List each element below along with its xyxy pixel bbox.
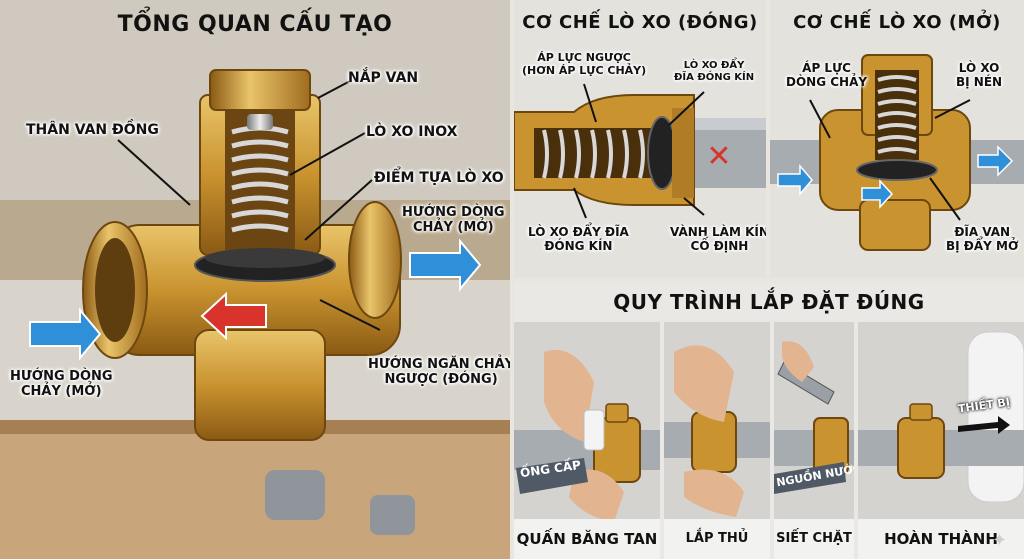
step-2-caption: LẮP THỦ CÔNG <box>664 519 770 559</box>
open-spring <box>877 75 917 154</box>
closed-panel: ✕ CƠ CHẾ LÒ XO (ĐÓNG) ÁP LỰC NGƯỢC (HƠN … <box>514 0 766 278</box>
label-body: THÂN VAN ĐỒNG <box>26 122 159 138</box>
label-back-pressure: ÁP LỰC NGƯỢC (HƠN ÁP LỰC CHẢY) <box>522 51 647 77</box>
flow-out-arrow <box>409 238 482 292</box>
sparkle-icon: ✦ <box>992 530 1008 550</box>
overview-illustration <box>0 0 510 559</box>
open-title: CƠ CHẾ LÒ XO (MỞ) <box>793 12 1001 33</box>
label-flow-pressure: ÁP LỰC DÒNG CHẢY <box>786 61 868 89</box>
step-4-caption: HOÀN THÀNH <box>858 519 1024 559</box>
step-3-caption: SIẾT CHẶT <box>774 519 854 559</box>
open-panel: CƠ CHẾ LÒ XO (MỞ) ÁP LỰC DÒNG CHẢY LÒ XO… <box>770 0 1024 278</box>
step-1-caption: QUẤN BĂNG TAN <box>514 519 660 559</box>
label-spring-push-disc: LÒ XO ĐẨY ĐĨA ĐÓNG KÍN <box>528 225 629 253</box>
open-flow-out-arrow <box>977 145 1014 177</box>
install-step-1: ỐNG CẤP QUẤN BĂNG TAN <box>514 322 660 559</box>
label-spring-compressed: LÒ XO BỊ NÉN <box>956 61 1003 89</box>
open-flow-in-arrow <box>777 163 813 197</box>
install-step-4: THIẾT BỊ HOÀN THÀNH ✦ <box>858 322 1024 559</box>
label-flow-in: HƯỚNG DÒNG CHẢY (MỞ) <box>10 369 113 399</box>
label-cap: NẮP VAN <box>348 70 419 86</box>
open-flow-mid-arrow <box>861 179 894 209</box>
closed-title: CƠ CHẾ LÒ XO (ĐÓNG) <box>522 12 758 33</box>
install-title: QUY TRÌNH LẮP ĐẶT ĐÚNG <box>613 290 925 314</box>
label-spring-push: LÒ XO ĐẨY ĐĨA ĐÓNG KÍN <box>674 60 755 83</box>
label-backflow: HƯỚNG NGĂN CHẢY NGƯỢC (ĐÓNG) <box>368 357 510 387</box>
closed-illustration: ✕ <box>514 83 766 219</box>
open-illustration <box>770 54 1024 251</box>
overview-title: TỔNG QUAN CẤU TẠO <box>117 12 393 37</box>
label-flow-open: HƯỚNG DÒNG CHẢY (MỞ) <box>402 205 505 235</box>
backflow-arrow <box>200 291 267 341</box>
label-seal-ring: VÀNH LÀM KÍN CỐ ĐỊNH <box>670 225 766 253</box>
label-spring: LÒ XO INOX <box>366 124 458 140</box>
install-step-2: LẮP THỦ CÔNG <box>664 322 770 559</box>
install-panel: QUY TRÌNH LẮP ĐẶT ĐÚNG ỐNG CẤP QUẤN BĂNG… <box>514 282 1024 559</box>
toward-device-arrow <box>958 416 1010 434</box>
flow-in-arrow <box>29 307 102 361</box>
install-step-3: NGUỒN NƯỚC SIẾT CHẶT <box>774 322 854 559</box>
label-disc-pushed: ĐĨA VAN BỊ ĐẨY MỞ <box>946 225 1019 253</box>
closed-spring <box>542 129 645 179</box>
overview-panel: TỔNG QUAN CẤU TẠO NẮP VAN THÂN VAN ĐỒNG … <box>0 0 510 559</box>
label-pivot: ĐIỂM TỰA LÒ XO <box>374 170 504 186</box>
blocked-x-mark: ✕ <box>706 139 731 174</box>
